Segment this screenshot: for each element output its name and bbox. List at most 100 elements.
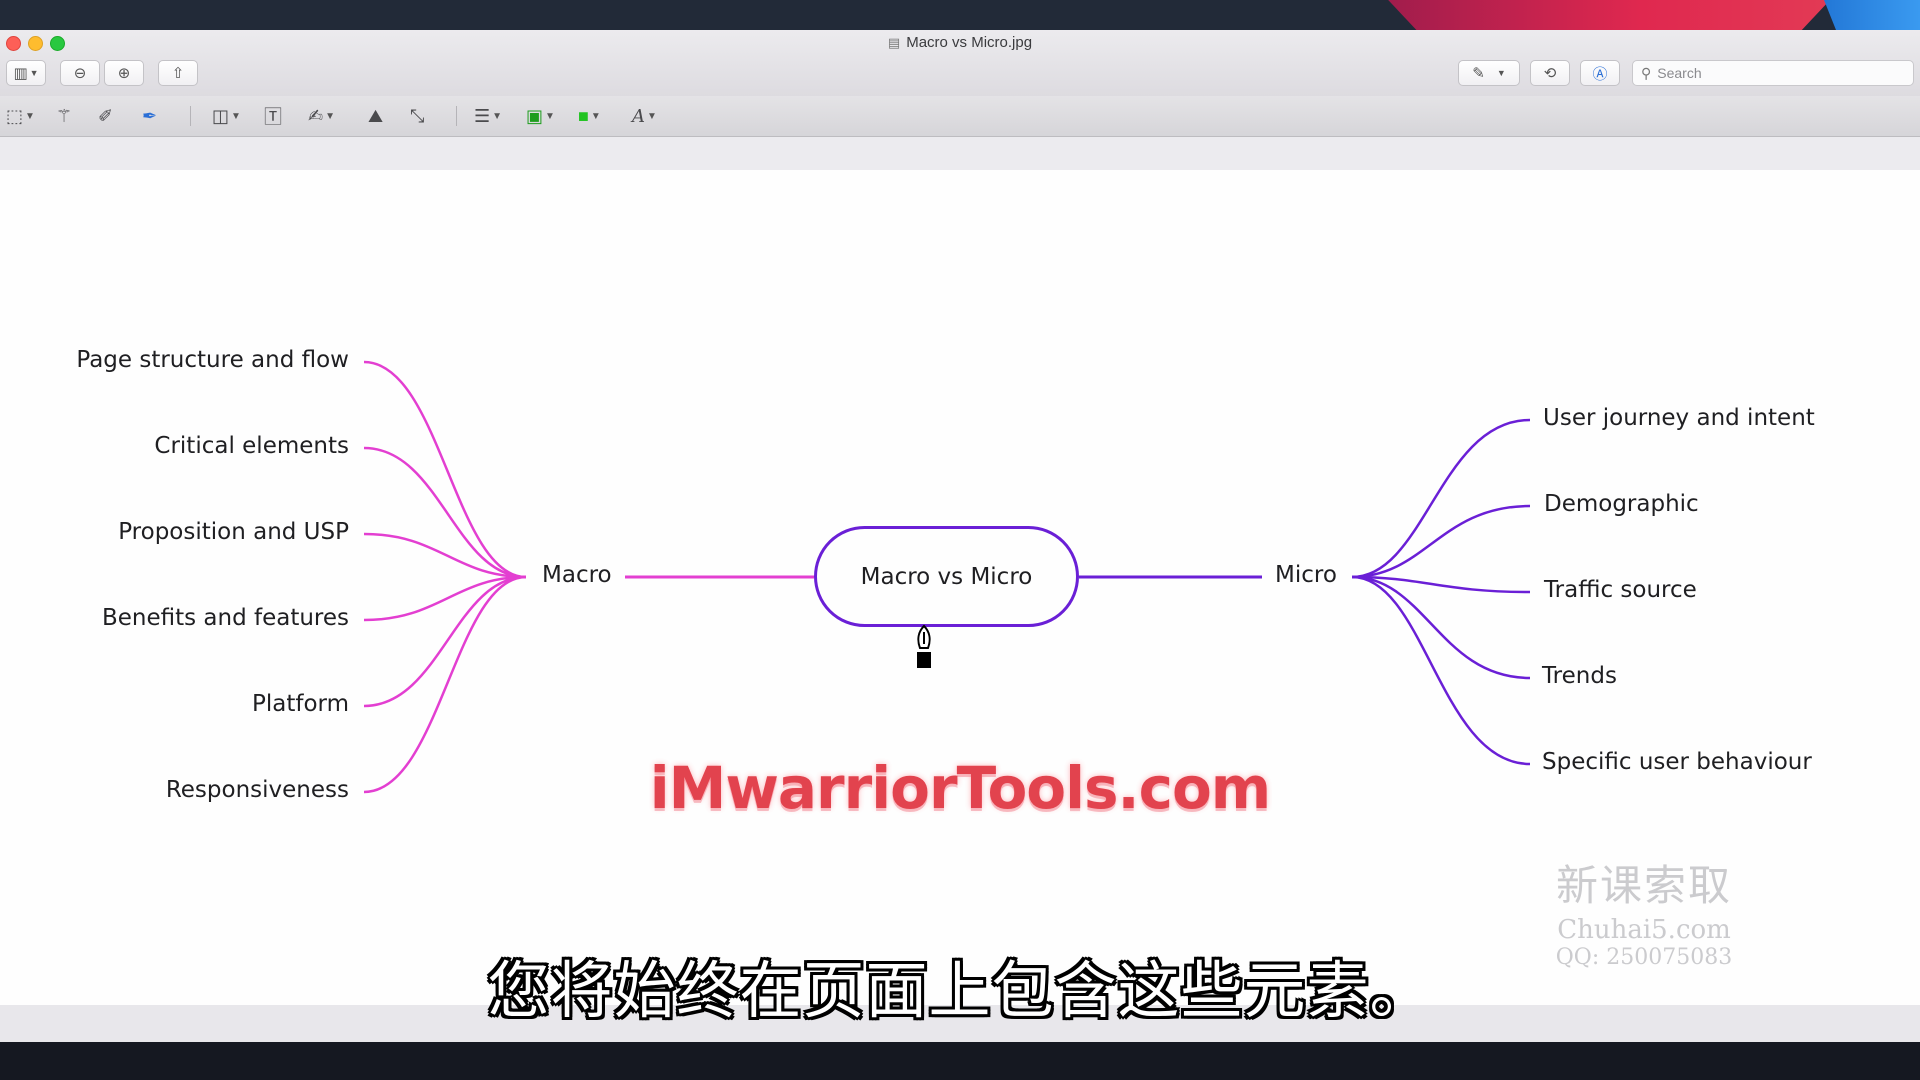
adjust-color-icon: ⛰ xyxy=(368,105,384,126)
markup-toolbar: ⬚▼ ⚚ ✐ ✒ ◫▼ 🅃 ✍▼ ⛰ ⤡ ☰▼ ▣▼ ■▼ A▼ xyxy=(0,96,1920,137)
draw-icon: ✒ xyxy=(142,105,158,126)
image-canvas xyxy=(0,170,1920,1005)
chevron-down-icon: ▼ xyxy=(492,110,503,122)
preview-window: ▤Macro vs Micro.jpg ▥▼ ⊖ ⊕ ⇧ ✎▼ ⟲ Ⓐ ⚲ Se… xyxy=(0,30,1920,1042)
video-subtitle: 您将始终在页面上包含这些元素。 xyxy=(487,954,1433,1027)
border-color-icon: ▣ xyxy=(526,105,544,126)
adjust-color-tool[interactable]: ⛰ xyxy=(368,104,383,128)
micro-branch-line xyxy=(1351,575,1531,594)
close-window-button[interactable] xyxy=(6,36,21,51)
micro-branch-line xyxy=(1351,418,1531,579)
macro-branch-line xyxy=(363,575,527,622)
micro-child-node: Specific user behaviour xyxy=(1542,749,1812,775)
micro-child-node: Traffic source xyxy=(1544,577,1697,603)
shape-style-tool[interactable]: ☰▼ xyxy=(474,104,502,128)
signature-icon: ✍ xyxy=(308,105,324,126)
micro-node: Micro xyxy=(1275,562,1337,588)
shapes-tool[interactable]: ◫▼ xyxy=(212,104,241,128)
watermark-line-2: Chuhai5.com xyxy=(1557,915,1731,945)
share-icon: ⇧ xyxy=(171,65,185,82)
markup-pen-button[interactable]: ✎▼ xyxy=(1458,60,1520,86)
sidebar-view-button[interactable]: ▥▼ xyxy=(6,60,46,86)
micro-child-node: Demographic xyxy=(1544,491,1699,517)
toolbar-divider xyxy=(456,106,457,126)
window-title: ▤ Macro vs Micro.jpg xyxy=(0,34,1920,51)
document-gutter-bottom xyxy=(0,1005,1920,1042)
rotate-button[interactable]: ⟲ xyxy=(1530,60,1570,86)
pen-cursor-icon xyxy=(917,624,931,668)
micro-branch-line xyxy=(1351,575,1531,766)
search-field[interactable]: ⚲ Search xyxy=(1632,60,1914,86)
title-bar: ▤Macro vs Micro.jpg ▥▼ ⊖ ⊕ ⇧ ✎▼ ⟲ Ⓐ ⚲ Se… xyxy=(0,30,1920,97)
share-button[interactable]: ⇧ xyxy=(158,60,198,86)
micro-branch-lines xyxy=(1351,418,1531,766)
micro-branch-line xyxy=(1351,504,1531,579)
macro-branch-line xyxy=(363,446,527,579)
macro-child-node: Critical elements xyxy=(154,433,349,459)
resize-icon: ⤡ xyxy=(410,105,425,126)
watermark-line-3: QQ: 250075083 xyxy=(1555,945,1733,970)
macro-branch-line xyxy=(363,575,527,794)
adjust-size-tool[interactable]: ⤡ xyxy=(410,104,424,128)
text-tool[interactable]: 🅃 xyxy=(264,104,282,128)
macro-branch-line xyxy=(363,575,527,708)
wallpaper-blue-shape xyxy=(1824,0,1920,30)
macro-child-node: Proposition and USP xyxy=(118,519,349,545)
macro-branch-line xyxy=(363,532,527,579)
text-style-tool[interactable]: A▼ xyxy=(632,104,657,128)
macro-node: Macro xyxy=(542,562,612,588)
line-style-icon: ☰ xyxy=(474,105,491,126)
micro-child-node: User journey and intent xyxy=(1543,405,1815,431)
imwarrior-watermark: iMwarriorTools.com xyxy=(649,754,1272,822)
zoom-out-button[interactable]: ⊖ xyxy=(60,60,100,86)
chevron-down-icon: ▼ xyxy=(25,110,35,122)
macro-child-node: Page structure and flow xyxy=(76,347,349,373)
micro-branch-line xyxy=(1351,575,1531,680)
chuhai-watermark: 新课索取 Chuhai5.com QQ: 250075083 xyxy=(1544,852,1744,970)
macro-child-node: Platform xyxy=(252,691,349,717)
wallpaper-red-shape xyxy=(1388,0,1830,30)
zoom-in-icon: ⊕ xyxy=(117,65,131,82)
markup-toolbar-button[interactable]: Ⓐ xyxy=(1580,60,1620,86)
shapes-icon: ◫ xyxy=(212,105,230,126)
chevron-down-icon: ▼ xyxy=(29,68,39,78)
text-style-icon: A xyxy=(632,105,645,127)
chevron-down-icon: ▼ xyxy=(1496,68,1506,78)
macro-child-node: Responsiveness xyxy=(165,777,349,803)
center-node: Macro vs Micro xyxy=(814,526,1079,627)
macro-child-node: Benefits and features xyxy=(101,605,349,631)
chevron-down-icon: ▼ xyxy=(231,110,241,122)
sketch-tool[interactable]: ✐ xyxy=(98,104,113,128)
draw-tool[interactable]: ✒ xyxy=(142,104,157,128)
rectangle-select-icon: ⬚ xyxy=(6,105,24,126)
window-title-text: Macro vs Micro.jpg xyxy=(906,34,1033,51)
rotate-icon: ⟲ xyxy=(1543,65,1557,82)
magic-wand-icon: ⚚ xyxy=(56,105,73,126)
fill-color-icon: ■ xyxy=(578,105,589,126)
sidebar-icon: ▥ xyxy=(13,65,28,82)
macro-branch-line xyxy=(363,360,527,579)
toolbar-divider xyxy=(190,106,191,126)
minimize-window-button[interactable] xyxy=(28,36,43,51)
markup-icon: Ⓐ xyxy=(1592,65,1608,83)
zoom-in-button[interactable]: ⊕ xyxy=(104,60,144,86)
macro-branch-lines xyxy=(363,360,527,794)
border-color-tool[interactable]: ▣▼ xyxy=(526,104,555,128)
selection-tool[interactable]: ⬚▼ xyxy=(6,104,35,128)
document-icon: ▤ xyxy=(887,35,901,50)
zoom-window-button[interactable] xyxy=(50,36,65,51)
instant-alpha-tool[interactable]: ⚚ xyxy=(56,104,72,128)
chevron-down-icon: ▼ xyxy=(545,110,555,122)
zoom-out-icon: ⊖ xyxy=(73,65,87,82)
center-node-label: Macro vs Micro xyxy=(860,563,1033,590)
pen-icon: ✎ xyxy=(1472,65,1485,82)
chevron-down-icon: ▼ xyxy=(647,110,657,122)
search-icon: ⚲ xyxy=(1641,64,1652,81)
fill-color-tool[interactable]: ■▼ xyxy=(578,104,601,128)
chevron-down-icon: ▼ xyxy=(590,110,601,122)
signature-tool[interactable]: ✍▼ xyxy=(308,104,335,128)
sketch-icon: ✐ xyxy=(98,105,114,126)
search-placeholder: Search xyxy=(1657,65,1702,81)
micro-child-node: Trends xyxy=(1542,663,1617,689)
